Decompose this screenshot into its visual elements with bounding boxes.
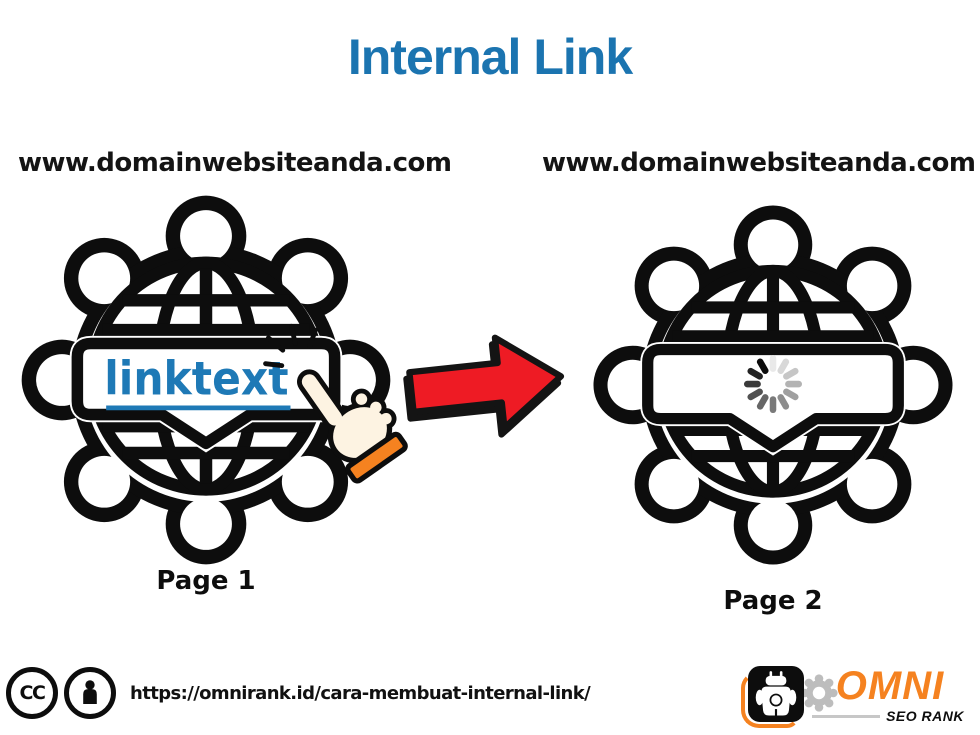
domain-label-right: www.domainwebsiteanda.com [542,148,976,178]
logo-mark [748,666,804,722]
logo-gear-icon [800,674,838,712]
brand-logo: OMNI SEO RANK [740,652,972,732]
gear-globe-base [593,205,952,564]
red-arrow-icon [403,334,565,438]
logo-name: OMNI [835,664,945,708]
page2-label: Page 2 [723,586,823,616]
page1-label: Page 1 [156,566,256,596]
cc-icon: CC [6,667,58,719]
gear-globe-icon-page2 [586,198,960,572]
logo-tagline-row: SEO RANK [812,708,964,724]
source-url: https://omnirank.id/cara-membuat-interna… [130,682,591,704]
logo-accent-stroke [741,672,799,728]
gear-globe-icon-page1: linktext [14,188,408,572]
license-row: CC https://omnirank.id/cara-membuat-inte… [6,666,591,720]
link-text[interactable]: linktext [104,351,288,405]
logo-tagline: SEO RANK [886,708,964,724]
domain-label-left: www.domainwebsiteanda.com [18,148,452,178]
cursor-hand-icon [296,369,408,484]
attribution-person-icon [64,667,116,719]
hand-cuff [345,431,408,484]
person-glyph [83,680,97,705]
tagline-rule [812,714,881,718]
page-title: Internal Link [347,29,633,85]
arrow-body [406,334,565,431]
click-burst-icon [263,323,318,368]
robot-mascot-icon [755,671,797,716]
loading-spinner-icon [744,355,802,414]
cc-icon-label: CC [19,682,46,704]
